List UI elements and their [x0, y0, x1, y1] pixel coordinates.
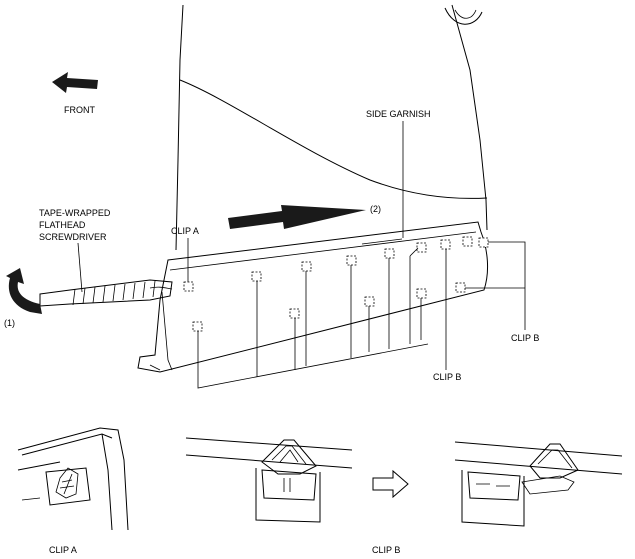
- front-label: FRONT: [64, 105, 95, 115]
- clip-a-marker: [384, 248, 395, 259]
- step-2-label: (2): [370, 204, 381, 214]
- garnish-clips: [183, 236, 489, 332]
- front-direction-arrow-icon: [52, 72, 98, 93]
- vehicle-body-outline: [175, 4, 488, 251]
- front-direction-indicator: FRONT: [52, 72, 98, 115]
- clip-b-marker: [440, 239, 451, 250]
- clip-a-marker: [416, 288, 427, 299]
- clip-a-detail: CLIP A: [17, 427, 129, 555]
- tool-label-line2: FLATHEAD: [39, 220, 86, 230]
- clip-b-marker: [462, 236, 473, 247]
- clip-b-detail-after: CLIP B: [372, 441, 623, 555]
- clip-a-marker: [251, 271, 262, 282]
- clip-b-leaders: CLIP B CLIP B: [433, 241, 539, 382]
- clip-b-bottom-label: CLIP B: [372, 545, 400, 555]
- slide-direction-indicator: (2): [228, 204, 381, 229]
- tool-label-line1: TAPE-WRAPPED: [39, 208, 111, 218]
- rotate-arrow-icon: [6, 268, 42, 314]
- clip-a-marker: [183, 281, 194, 292]
- clip-b-marker: [478, 237, 489, 248]
- clip-a-top-label: CLIP A: [171, 226, 199, 236]
- clip-b-marker: [455, 282, 466, 293]
- clip-b-right-label: CLIP B: [511, 333, 539, 343]
- side-garnish-panel: [137, 221, 489, 373]
- tool-label-line3: SCREWDRIVER: [39, 232, 107, 242]
- clip-a-marker: [289, 308, 300, 319]
- slide-direction-arrow-icon: [228, 205, 366, 229]
- clip-a-marker: [416, 242, 427, 253]
- clip-a-bottom-label: CLIP A: [49, 545, 77, 555]
- clip-a-leaders: CLIP A: [171, 226, 429, 389]
- tape-wrapped-screwdriver: TAPE-WRAPPED FLATHEAD SCREWDRIVER (1): [4, 208, 173, 328]
- outline-right-arrow-icon: [372, 469, 409, 499]
- clip-a-marker: [192, 321, 203, 332]
- step-1-label: (1): [4, 318, 15, 328]
- side-garnish-label: SIDE GARNISH: [366, 109, 431, 119]
- clip-b-middle-label: CLIP B: [433, 372, 461, 382]
- clip-a-marker: [301, 261, 312, 272]
- clip-b-detail-before: [185, 437, 353, 523]
- clip-a-marker: [364, 296, 375, 307]
- clip-a-marker: [346, 255, 357, 266]
